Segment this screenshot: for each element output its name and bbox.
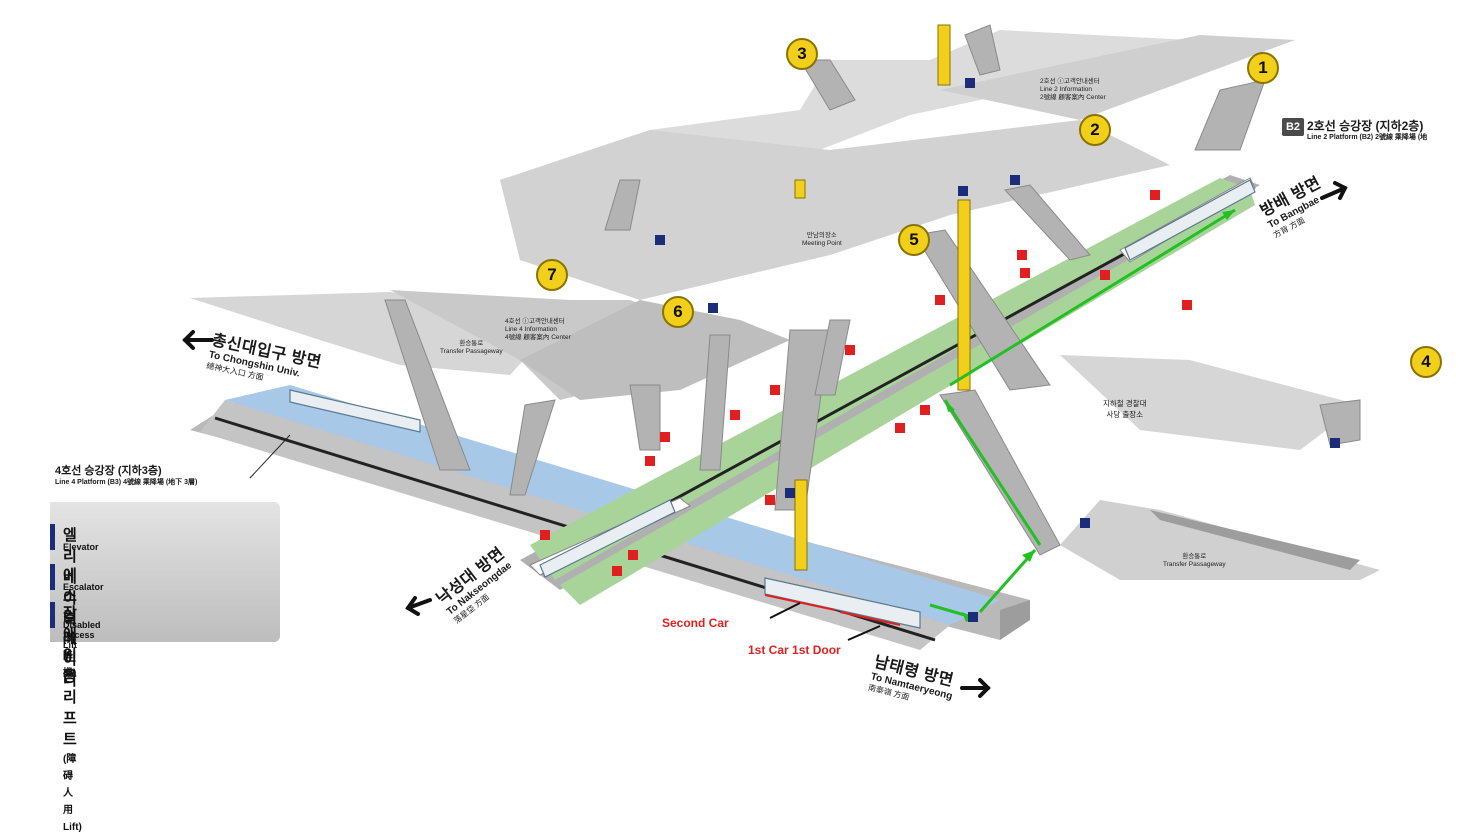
transfer-passage-east-en: Transfer Passageway	[1163, 561, 1226, 568]
platform-b2-title: 2호선 승강장 (지하2층)	[1307, 119, 1424, 133]
platform-b2-subtitle: Line 2 Platform (B2) 2號線 乘降場 (地	[1307, 134, 1428, 141]
exit-3-marker: 3	[786, 38, 818, 70]
station-map-canvas	[182, 24, 1380, 698]
transfer-passage-west-ko: 환승통로	[459, 340, 484, 347]
exit-7-marker: 7	[536, 259, 568, 291]
legend-escalator-ko-text: 에스컬레이터	[63, 567, 77, 689]
legend-elevator-ko: 엘리베이터 (昇降機)	[63, 524, 77, 680]
legend-panel: 엘리베이터(昇降機) Elevator 에스컬레이터 Escalator 장애인…	[50, 502, 280, 833]
stairs-escalators	[384, 24, 1361, 556]
exit-2-marker: 2	[1079, 114, 1111, 146]
transfer-passage-east: 환승통로 Transfer Passageway	[1163, 553, 1226, 569]
info-center-line2-ko: 2호선 ⓘ고객안내센터	[1040, 78, 1100, 85]
meeting-point-en: Meeting Point	[802, 240, 842, 247]
info-center-line4: 4호선 ⓘ고객안내센터 Line 4 Information 4號線 顧客案內 …	[505, 318, 571, 342]
trains	[289, 179, 1256, 629]
transfer-passage-east-ko: 환승통로	[1182, 553, 1207, 560]
elevator-icon	[50, 524, 55, 550]
line2-platform	[520, 175, 1260, 605]
info-center-line2-cn: 2號線 顧客案內 Center	[1040, 94, 1106, 101]
exit-6-marker: 6	[662, 296, 694, 328]
exit-1-marker: 1	[1247, 52, 1279, 84]
police-office-line2: 사당 출장소	[1106, 410, 1144, 419]
police-office: 지하철 경찰대 사당 출장소	[1103, 398, 1146, 420]
second-car-annotation: Second Car	[662, 616, 729, 630]
legend-escalator-en: Escalator	[63, 582, 104, 592]
legend-elevator-cn: (昇降機)	[63, 634, 77, 679]
police-office-line1: 지하철 경찰대	[1103, 399, 1147, 408]
platform-b3-subtitle: Line 4 Platform (B3) 4號線 乘降場 (地下 3層)	[55, 479, 198, 486]
signage-icons	[540, 78, 1340, 622]
exit-5-marker: 5	[898, 224, 930, 256]
meeting-point-ko: 만남의장소	[806, 232, 837, 239]
first-car-door-annotation: 1st Car 1st Door	[748, 643, 841, 657]
info-center-line2: 2호선 ⓘ고객안내센터 Line 2 Information 2號線 顧客案內 …	[1040, 78, 1106, 102]
car-markers	[764, 594, 901, 641]
legend-escalator-ko: 에스컬레이터	[63, 564, 77, 690]
legend-lift-en: Disabled Access Lift	[63, 620, 101, 650]
info-center-line4-cn: 4號線 顧客案內 Center	[505, 334, 571, 341]
legend-elevator-en: Elevator	[63, 542, 99, 552]
meeting-point: 만남의장소 Meeting Point	[802, 232, 842, 248]
legend-lift-cn: (障碍人用 Lift)	[63, 754, 82, 833]
info-center-line2-en: Line 2 Information	[1040, 86, 1093, 93]
concourse-floors	[190, 30, 1380, 640]
escalator-icon	[50, 564, 55, 590]
elevator-shafts	[794, 24, 971, 571]
route-arrowheads	[945, 210, 1235, 622]
direction-arrows	[182, 181, 1348, 698]
route-arrows	[929, 208, 1236, 620]
platform-b3-title: 4호선 승강장 (지하3층)	[55, 465, 162, 477]
b3-leader-line	[249, 434, 291, 479]
legend-elevator-ko-text: 엘리베이터	[63, 527, 77, 628]
transfer-passage-west: 환승통로 Transfer Passageway	[440, 340, 503, 356]
info-center-line4-en: Line 4 Information	[505, 326, 558, 333]
wheelchair-lift-icon	[50, 602, 55, 628]
platform-b2-badge: B2	[1282, 118, 1304, 136]
info-center-line4-ko: 4호선 ⓘ고객안내센터	[505, 318, 565, 325]
transfer-passage-west-en: Transfer Passageway	[440, 348, 503, 355]
exit-4-marker: 4	[1410, 346, 1442, 378]
